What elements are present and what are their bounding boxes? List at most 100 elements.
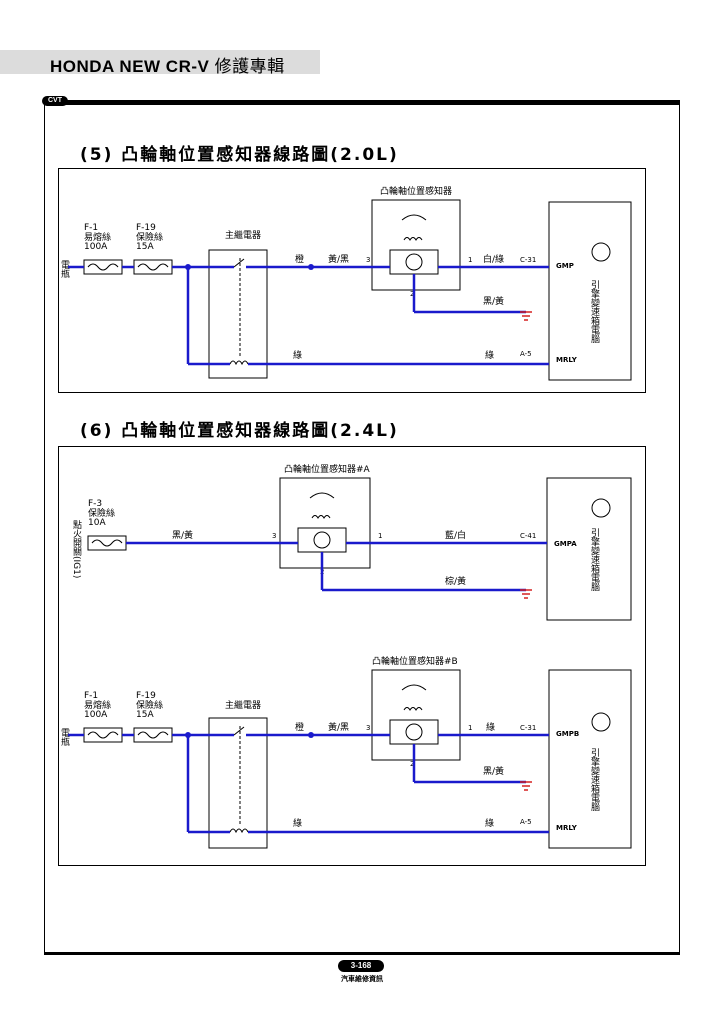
fuse-f3-rating: 10A <box>88 518 106 528</box>
wire-brown-yel: 棕/黃 <box>445 575 466 587</box>
ground-symbol-b <box>520 781 532 791</box>
fuse1-name: 易熔絲 <box>84 231 111 243</box>
term-gmpa: GMPA <box>554 540 577 548</box>
fuse2-name-2: 保險絲 <box>136 699 163 711</box>
wire-yel-blk-label: 黃/黑 <box>328 253 349 265</box>
ground-symbol-a <box>520 589 532 599</box>
sensor-b-label: 凸輪軸位置感知器#B <box>372 655 458 667</box>
pin3-a: 3 <box>272 532 276 540</box>
fuse1-code: F-1 <box>84 223 98 233</box>
sensor-a-label: 凸輪軸位置感知器#A <box>284 463 371 475</box>
sensor-box <box>371 199 461 291</box>
relay-switch-2 <box>233 726 245 736</box>
fuse-f3-code: F-3 <box>88 499 102 509</box>
diagram-2-4l: 點火開關(IG1) F-3 保險絲 10A 凸輪軸位置感知器#A 黑/黃 藍/白… <box>58 446 646 866</box>
pin1: 1 <box>468 256 472 264</box>
wires-d1 <box>68 265 549 366</box>
fuse2-name: 保險絲 <box>136 231 163 243</box>
conn-a5: A-5 <box>520 350 532 358</box>
term-gmpb: GMPB <box>556 730 579 738</box>
wire-green-right-label: 綠 <box>485 349 494 361</box>
section-5-title: (5) 凸輪軸位置感知器線路圖(2.0L) <box>80 145 399 165</box>
header-bar <box>0 50 320 74</box>
relay-label: 主繼電器 <box>225 229 261 241</box>
fuse-f3-name: 保險絲 <box>88 507 115 519</box>
sensor-a-coil <box>311 515 331 519</box>
section-6-title: (6) 凸輪軸位置感知器線路圖(2.4L) <box>80 421 399 441</box>
frame-top-rule <box>44 100 680 104</box>
fuse2-code: F-19 <box>136 223 156 233</box>
wire-blue-white: 藍/白 <box>445 529 466 541</box>
sensor-b-coil <box>403 707 423 711</box>
wire-green-right-2: 綠 <box>485 817 494 829</box>
relay-coil <box>229 360 249 366</box>
fuse2-symbol <box>133 259 173 275</box>
wire-blk-yel-a: 黑/黃 <box>172 529 193 541</box>
header-brand: HONDA NEW CR-V <box>50 57 210 76</box>
fuse2-element <box>137 263 169 271</box>
sensor-a-magnet <box>309 492 335 499</box>
wires-d2-bottom <box>68 733 549 834</box>
fuse-f3-symbol <box>87 535 127 551</box>
conn-c31-2: C-31 <box>520 724 536 732</box>
pin2-b: 2 <box>410 760 414 768</box>
fuse2-element-2 <box>137 731 169 739</box>
fuse1-name-2: 易熔絲 <box>84 699 111 711</box>
wire-white-green-label: 白/綠 <box>483 253 504 265</box>
ecu-label: 引擎變速箱電腦 <box>589 280 600 344</box>
relay-box <box>208 249 268 379</box>
fuse1-symbol-2 <box>83 727 123 743</box>
wire-yel-blk-2: 黃/黑 <box>328 721 349 733</box>
header-title: HONDA NEW CR-V 修護專輯 <box>50 52 285 77</box>
conn-c31: C-31 <box>520 256 536 264</box>
ecu-bottom-label: 引擎變速箱電腦 <box>589 748 600 812</box>
ignition-label: 點火開關(IG1) <box>71 519 82 578</box>
wires-d2-top <box>126 541 547 592</box>
junction-1 <box>185 264 191 270</box>
pin1-b: 1 <box>468 724 472 732</box>
conn-a5-2: A-5 <box>520 818 532 826</box>
relay-box-2 <box>208 717 268 849</box>
ecu-top-box <box>546 477 632 621</box>
relay-switch <box>233 258 245 268</box>
diagram-border <box>58 168 646 393</box>
pin3: 3 <box>366 256 370 264</box>
fuse2-code-2: F-19 <box>136 691 156 701</box>
logo-badge: CVT <box>42 96 68 106</box>
fuse2-symbol-2 <box>133 727 173 743</box>
pin2: 2 <box>410 290 414 298</box>
frame-bottom-rule <box>44 952 680 955</box>
sensor-b-transistor <box>405 723 423 741</box>
sensor-coil <box>403 237 423 241</box>
term-gmp: GMP <box>556 262 574 270</box>
sensor-a-transistor <box>313 531 331 549</box>
sensor-transistor <box>405 253 423 271</box>
battery-label-2: 電瓶 <box>59 728 70 747</box>
wire-blk-yel-b: 黑/黃 <box>483 765 504 777</box>
sensor-label: 凸輪軸位置感知器 <box>380 185 452 197</box>
fuse1-rating-2: 100A <box>84 710 108 720</box>
relay-label-2: 主繼電器 <box>225 699 261 711</box>
diagram-border-2 <box>58 446 646 866</box>
ecu-transistor-icon <box>591 242 611 262</box>
term-mrly: MRLY <box>556 356 578 364</box>
junction-4 <box>308 732 314 738</box>
wire-green-left-2: 綠 <box>293 817 302 829</box>
sensor-magnet <box>401 214 427 221</box>
ecu-box <box>548 201 632 381</box>
ecu-bottom-box <box>548 669 632 849</box>
wire-green-left-label: 綠 <box>293 349 302 361</box>
footer-publisher: 汽車維修資訊 <box>341 975 383 983</box>
junction-2 <box>308 264 314 270</box>
fuse1-element <box>87 263 119 271</box>
term-mrly-2: MRLY <box>556 824 578 832</box>
fuse1-rating: 100A <box>84 242 108 252</box>
fuse1-code-2: F-1 <box>84 691 98 701</box>
wire-blk-yel-label: 黑/黃 <box>483 295 504 307</box>
ecu-top-label: 引擎變速箱電腦 <box>589 528 600 592</box>
diagram-2-0l: 電瓶 F-1 易熔絲 100A F-19 保險絲 15A 主繼電器 凸輪軸位置感… <box>58 168 646 393</box>
conn-c41: C-41 <box>520 532 536 540</box>
sensor-a-box <box>279 477 371 569</box>
ecu-bottom-transistor-icon <box>591 712 611 732</box>
junction-3 <box>185 732 191 738</box>
